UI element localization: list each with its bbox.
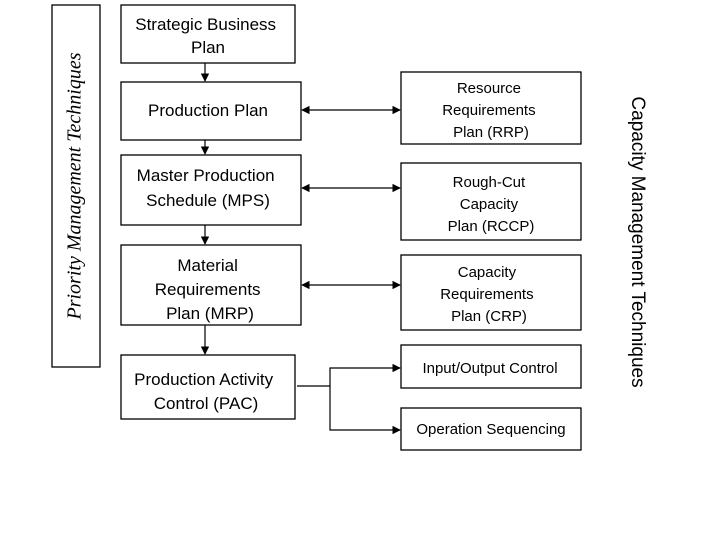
svg-text:Rough-Cut Capacity: Rough-Cut Capacity Plan (RCCP) — [448, 174, 535, 235]
box-text-line: Production Plan — [148, 101, 268, 120]
box-text-line: Requirements — [442, 102, 535, 119]
svg-text:Resource Requirements: Resource Requirements Plan (RRP) — [442, 80, 540, 141]
box-text-line: Master Production — [137, 166, 275, 185]
box-text-line: Plan (MRP) — [166, 304, 254, 323]
svg-text:Material Requirements: Material Requirements Plan (MRP) — [155, 256, 266, 323]
box-text-line: Plan (RCCP) — [448, 218, 535, 235]
arrow-pac-to-sequencing — [329, 386, 401, 435]
production-activity-control-box: Production Activity Control (PAC) — [120, 354, 296, 420]
box-text-line: Strategic Business — [135, 15, 276, 34]
svg-text:Strategic Business Plan: Strategic Business Plan — [135, 15, 281, 57]
svg-text:Operation Sequencing: Operation Sequencing — [416, 421, 565, 438]
box-text-line: Operation Sequencing — [416, 421, 565, 438]
production-plan-box: Production Plan — [120, 81, 302, 141]
arrow-pac-branch — [297, 363, 401, 387]
material-requirements-plan-box: Material Requirements Plan (MRP) — [120, 244, 302, 326]
capacity-requirements-plan-box: Capacity Requirements Plan (CRP) — [400, 254, 582, 331]
input-output-control-box: Input/Output Control — [400, 344, 582, 389]
box-text-line: Resource — [457, 80, 521, 97]
master-production-schedule-box: Master Production Schedule (MPS) — [120, 154, 302, 226]
svg-text:Production Plan: Production Plan — [148, 101, 268, 120]
box-text-line: Requirements — [440, 286, 533, 303]
box-text-line: Production Activity — [134, 370, 273, 389]
priority-label-box — [51, 4, 101, 368]
box-text-line: Requirements — [155, 280, 261, 299]
box-text-line: Capacity — [458, 264, 517, 281]
box-text-line: Plan — [191, 38, 225, 57]
box-text-line: Input/Output Control — [422, 360, 557, 377]
rough-cut-capacity-plan-box: Rough-Cut Capacity Plan (RCCP) — [400, 162, 582, 241]
svg-text:Input/Output Control: Input/Output Control — [422, 360, 557, 377]
strategic-business-plan-box: Strategic Business Plan — [120, 4, 296, 64]
box-text-line: Schedule (MPS) — [146, 191, 270, 210]
resource-requirements-plan-box: Resource Requirements Plan (RRP) — [400, 71, 582, 145]
svg-text:Production Activity Cont: Production Activity Control (PAC) — [134, 370, 278, 413]
box-text-line: Capacity — [460, 196, 519, 213]
box-text-line: Control (PAC) — [154, 394, 259, 413]
box-text-line: Rough-Cut — [453, 174, 526, 191]
capacity-management-label: Capacity Management Techniques — [627, 96, 648, 387]
box-text-line: Plan (RRP) — [453, 124, 529, 141]
box-text-line: Material — [177, 256, 237, 275]
svg-text:Capacity Requirements: Capacity Requirements Plan (CRP) — [440, 264, 538, 325]
box-text-line: Plan (CRP) — [451, 308, 527, 325]
operation-sequencing-box: Operation Sequencing — [400, 407, 582, 451]
svg-text:Master Production Schedu: Master Production Schedule (MPS) — [137, 166, 280, 210]
priority-management-label: Priority Management Techniques — [64, 52, 86, 320]
